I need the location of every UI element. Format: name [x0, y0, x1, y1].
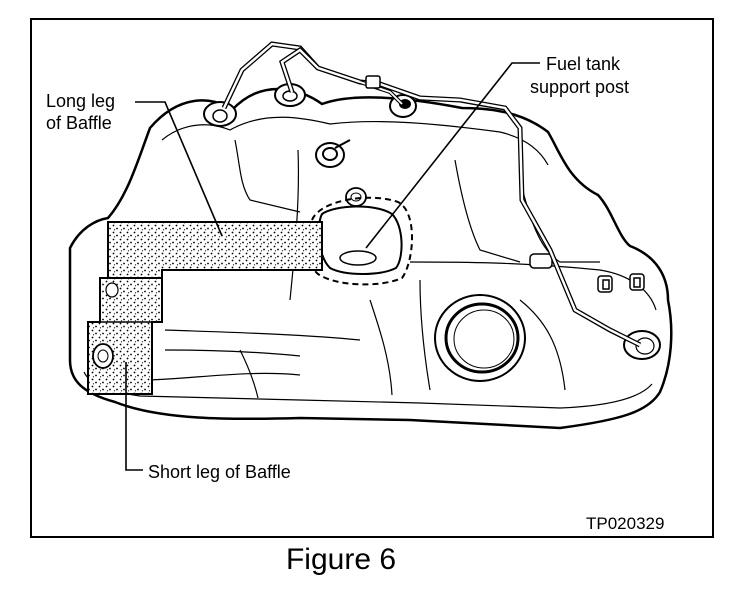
small-boss — [345, 187, 367, 207]
baffle-short-leg — [87, 277, 163, 395]
baffle-bosses — [92, 282, 119, 369]
fuel-pump-opening — [434, 294, 526, 382]
filler-neck-fitting — [203, 101, 237, 127]
short-leg-label: Short leg of Baffle — [148, 462, 291, 482]
long-leg-label-line2: of Baffle — [46, 113, 112, 133]
support-post-label-line1: Fuel tank — [546, 54, 621, 74]
sender-boss-right — [623, 330, 661, 360]
baffle-long-leg — [107, 221, 323, 279]
image-code: TP020329 — [586, 514, 665, 533]
long-leg-label-line1: Long leg — [46, 91, 116, 111]
center-fitting — [315, 139, 351, 168]
support-post — [306, 196, 413, 286]
vent-ports — [529, 253, 645, 293]
line-clamp — [365, 75, 381, 89]
figure-caption: Figure 6 — [285, 543, 397, 576]
callout-leaders — [125, 62, 540, 471]
support-post-label-line2: support post — [530, 77, 630, 97]
